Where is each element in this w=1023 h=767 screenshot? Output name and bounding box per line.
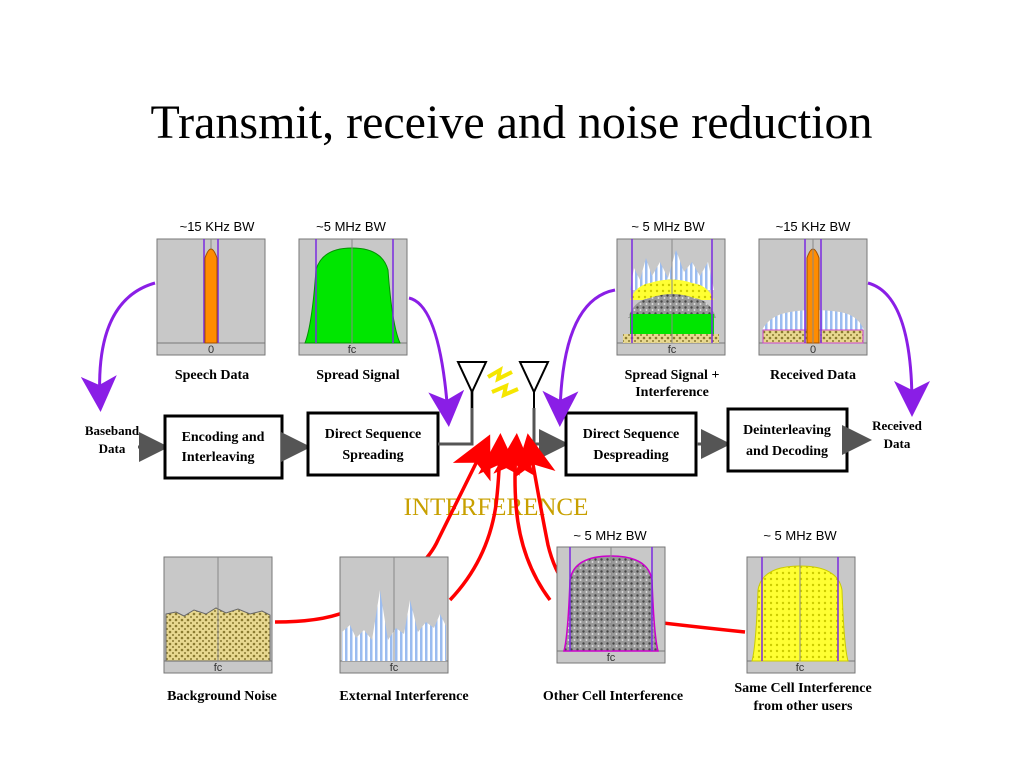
deinterleave-box <box>726 407 849 473</box>
external-spikes <box>342 590 446 661</box>
speech-axis-label: 0 <box>208 344 214 356</box>
same-cell-caption-line2: from other users <box>753 699 853 714</box>
panel-same-cell: ~ 5 MHz BW fc Same Cell Interference fro… <box>734 528 871 714</box>
dss-box <box>306 411 440 477</box>
received-caption: Received Data <box>770 368 856 383</box>
panel-external-interference: fc External Interference <box>339 556 469 704</box>
lightning-bolt-icon <box>486 365 513 383</box>
arrow-received-to-output <box>867 281 930 417</box>
encoding-line2: Interleaving <box>181 450 254 465</box>
deinterleave-line2: and Decoding <box>746 444 828 459</box>
panel-spread-plus-interference: ~ 5 MHz BW fc Spread Signal + Interferen… <box>616 219 726 400</box>
dsd-line2: Despreading <box>593 448 668 463</box>
same-cell-bw-label: ~ 5 MHz BW <box>763 528 837 543</box>
encoding-line1: Encoding and <box>182 430 265 445</box>
block-ds-spreading: Direct Sequence Spreading <box>306 411 440 477</box>
spread-interf-caption-line1: Spread Signal + <box>625 368 720 383</box>
arrow-speech-to-baseband <box>80 281 156 412</box>
dsd-box <box>564 411 698 477</box>
panel-spread-signal: ~5 MHz BW fc Spread Signal <box>298 219 408 383</box>
spread-axis-label: fc <box>348 344 357 356</box>
speech-bw-label: ~15 KHz BW <box>180 219 256 234</box>
arrow-external-interference <box>448 433 521 602</box>
dsd-line1: Direct Sequence <box>583 427 680 442</box>
background-axis-label: fc <box>214 662 223 674</box>
rx-antenna-icon <box>518 361 550 395</box>
deinterleave-line1: Deinterleaving <box>743 423 831 438</box>
panel-received-data: ~15 KHz BW 0 Received Data <box>758 219 868 383</box>
tx-antenna-icon <box>456 361 488 395</box>
panel-other-cell: ~ 5 MHz BW fc Other Cell Interference <box>543 528 683 704</box>
spread-interf-axis-label: fc <box>668 344 677 356</box>
received-bw-label: ~15 KHz BW <box>776 219 852 234</box>
other-cell-axis-label: fc <box>607 652 616 664</box>
lightning-bolt-icon-2 <box>491 382 519 399</box>
output-label-line1: Received <box>872 418 923 433</box>
speech-caption: Speech Data <box>175 368 249 383</box>
spread-interf-bw-label: ~ 5 MHz BW <box>631 219 705 234</box>
output-label-line2: Data <box>884 436 911 451</box>
dss-line1: Direct Sequence <box>325 427 422 442</box>
spread-interf-background <box>623 334 719 343</box>
line-to-tx-antenna <box>438 390 474 446</box>
background-caption: Background Noise <box>167 689 277 704</box>
block-encoding: Encoding and Interleaving <box>163 414 284 480</box>
spread-bw-label: ~5 MHz BW <box>316 219 386 234</box>
block-ds-despreading: Direct Sequence Despreading <box>564 411 698 477</box>
dss-line2: Spreading <box>342 448 403 463</box>
spread-caption: Spread Signal <box>316 368 399 383</box>
input-label-line2: Data <box>99 441 126 456</box>
same-cell-axis-label: fc <box>796 662 805 674</box>
panel-speech-data: ~15 KHz BW 0 Speech Data <box>156 219 266 383</box>
external-caption: External Interference <box>339 689 468 704</box>
slide-title: Transmit, receive and noise reduction <box>150 96 873 149</box>
same-cell-caption-line1: Same Cell Interference <box>734 681 871 696</box>
encoding-box <box>163 414 284 480</box>
block-deinterleaving: Deinterleaving and Decoding <box>726 407 849 473</box>
other-cell-bw-label: ~ 5 MHz BW <box>573 528 647 543</box>
arrow-antenna-to-spread-interf <box>542 288 616 427</box>
speech-narrow-signal <box>204 248 218 344</box>
input-label-line1: Baseband <box>85 423 140 438</box>
spread-interf-caption-line2: Interference <box>635 385 709 400</box>
other-cell-caption: Other Cell Interference <box>543 689 683 704</box>
panel-background-noise: fc Background Noise <box>163 556 277 704</box>
arrow-spread-to-antenna <box>408 296 465 427</box>
external-axis-label: fc <box>390 662 399 674</box>
received-axis-label: 0 <box>810 344 816 356</box>
